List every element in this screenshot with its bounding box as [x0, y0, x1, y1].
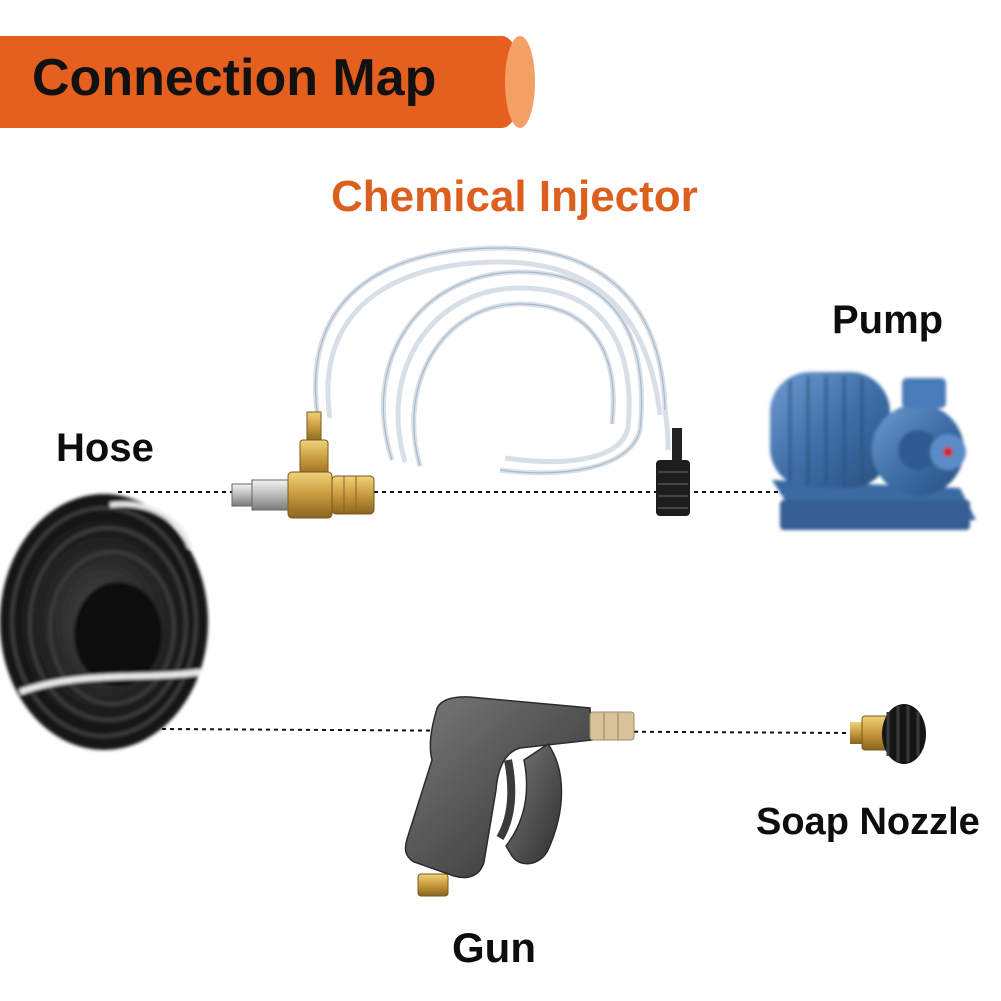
gun-label: Gun: [452, 924, 536, 971]
soap-nozzle-icon: [850, 704, 926, 764]
spray-gun-icon: [404, 696, 635, 897]
chemical-injector-icon: [231, 245, 690, 519]
page-title: Connection Map: [32, 49, 437, 107]
pump-icon: [770, 372, 976, 530]
hose-label: Hose: [56, 426, 154, 470]
soap-nozzle-label: Soap Nozzle: [756, 801, 980, 843]
hose-coil-icon: [0, 494, 208, 750]
pump-label: Pump: [832, 298, 944, 342]
title-banner-cap: [505, 36, 535, 128]
chemical-injector-label: Chemical Injector: [331, 172, 698, 221]
connection-lines: [118, 491, 851, 734]
title-banner: [0, 36, 522, 128]
